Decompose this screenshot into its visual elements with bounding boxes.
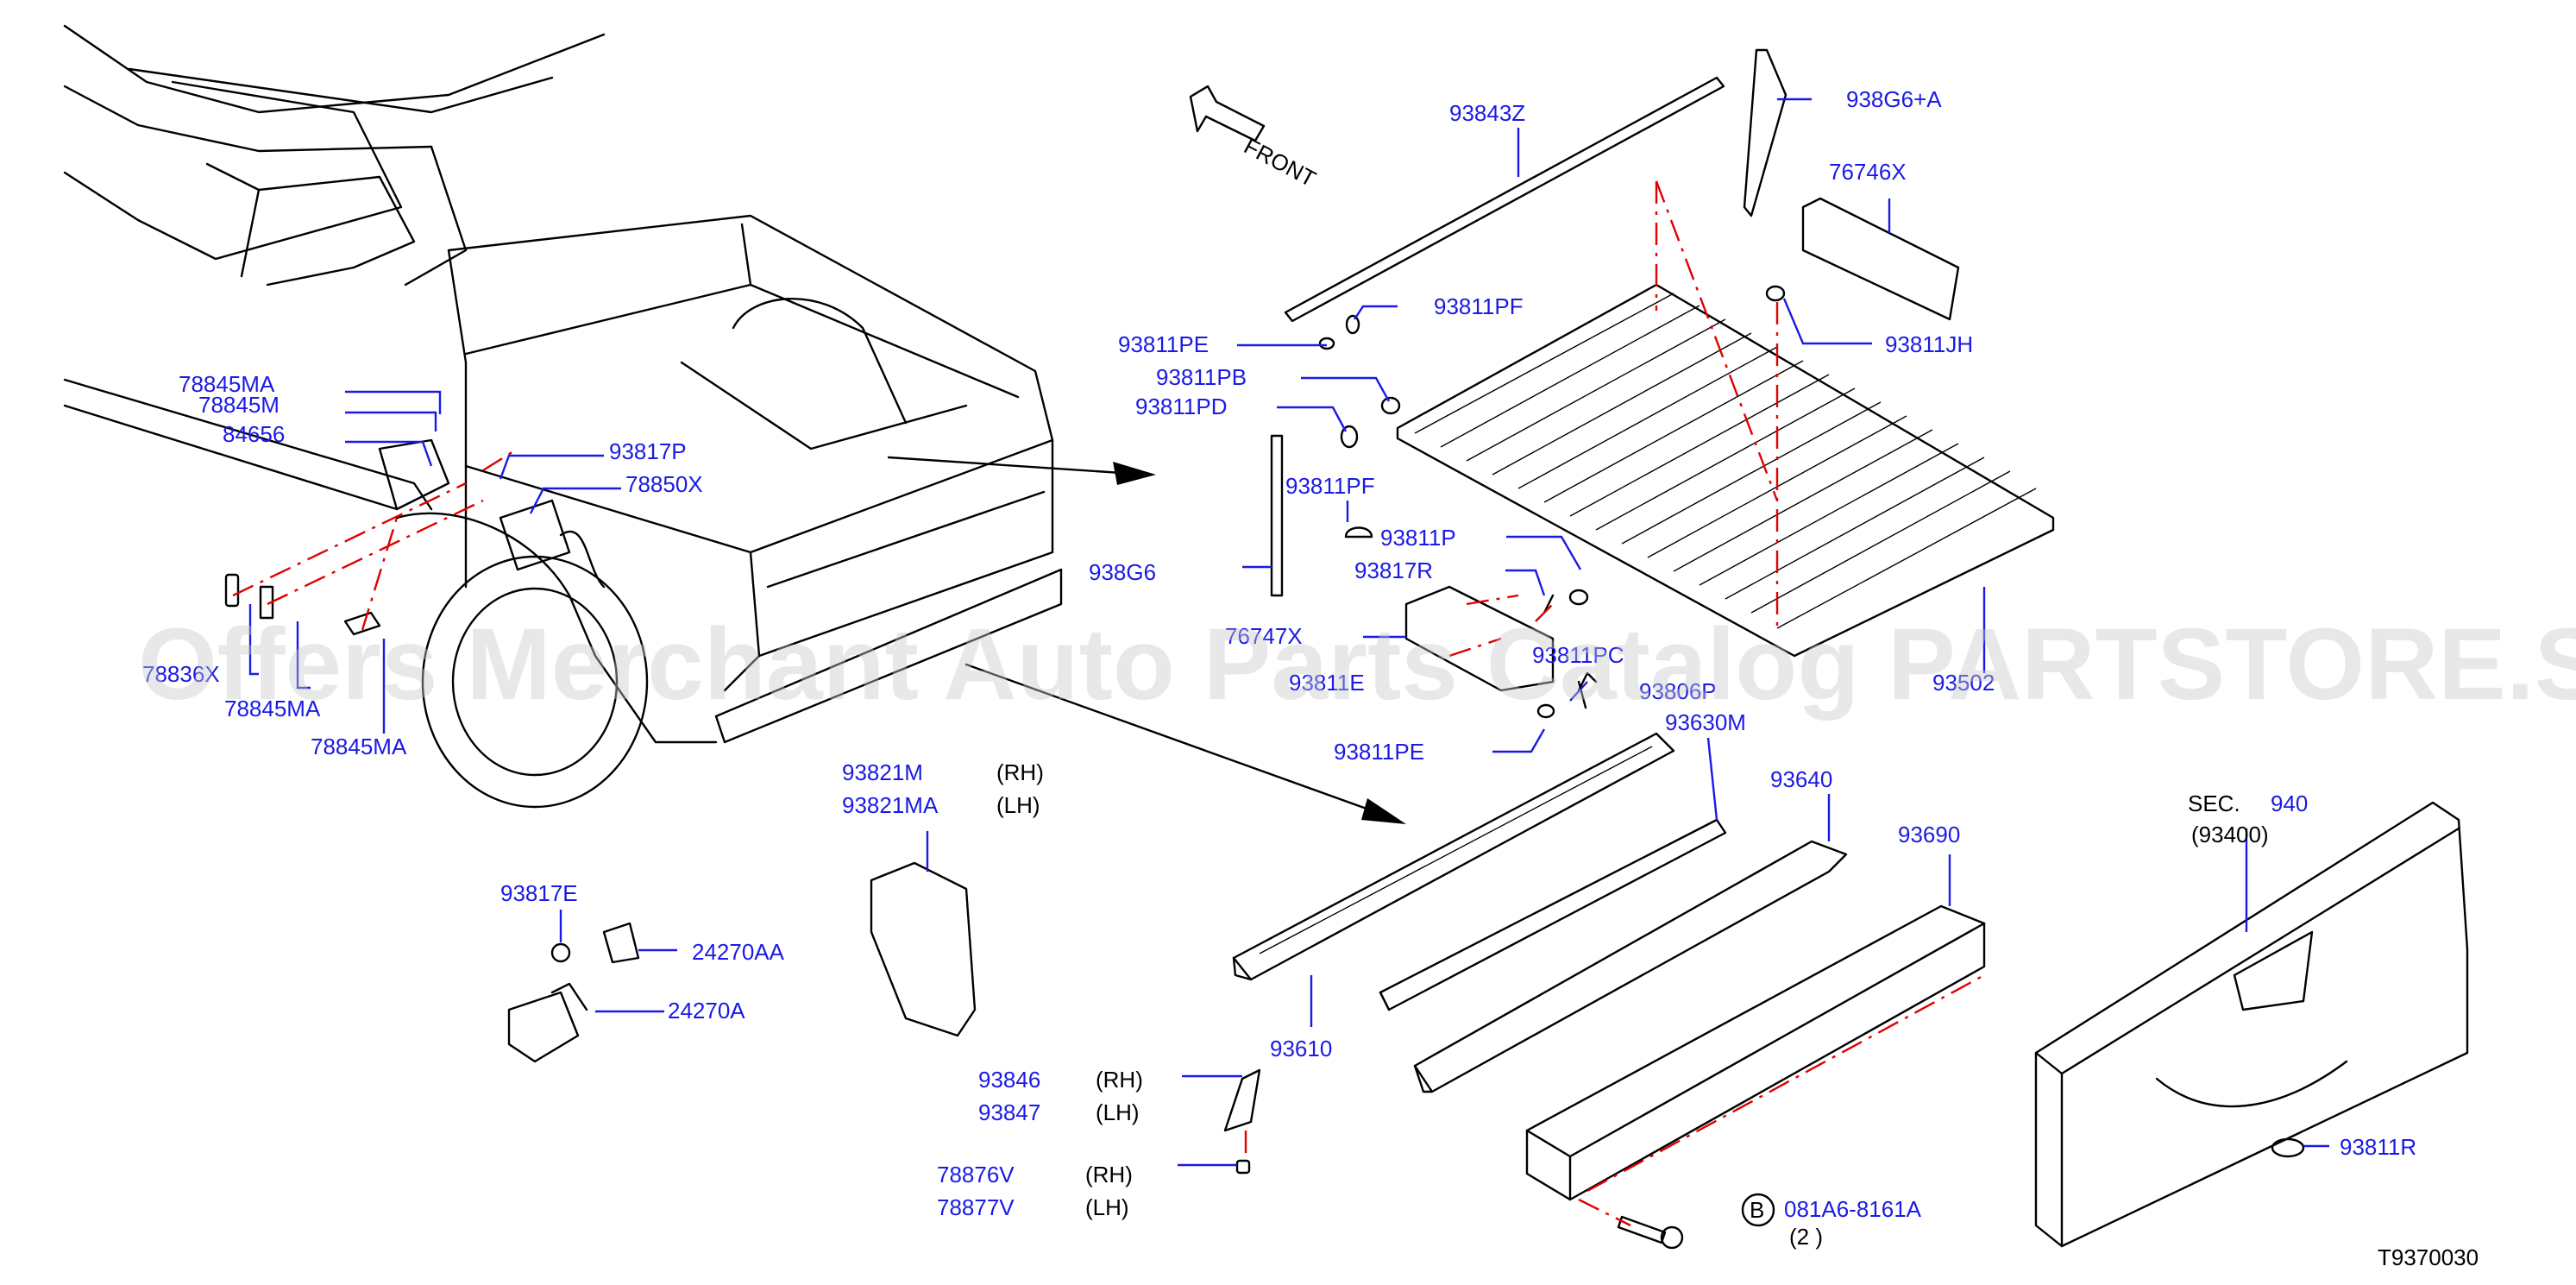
part-label-93821MA: 93821MA (842, 792, 939, 818)
section-prefix: SEC. (2188, 791, 2240, 816)
diagram-code: T9370030 (2378, 1244, 2479, 1270)
part-label-93817P: 93817P (609, 438, 687, 464)
bed-floor-group (1270, 48, 2055, 719)
part-label-93610: 93610 (1270, 1036, 1332, 1061)
part-label-93811R: 93811R (2340, 1134, 2416, 1160)
part-label-938G6A: 938G6+A (1846, 86, 1942, 112)
frame-members-group (1232, 732, 1986, 1250)
part-label-93811PC: 93811PC (1532, 642, 1624, 668)
part-label-84656: 84656 (223, 421, 285, 447)
leader-lines (248, 98, 2329, 1167)
part-label-78845MA: 78845MA (179, 371, 275, 397)
part-label-93847: 93847 (978, 1099, 1040, 1125)
part-label-938G6: 938G6 (1089, 559, 1156, 585)
side-lh-93821MA: (LH) (996, 792, 1040, 818)
part-label-93811E: 93811E (1289, 670, 1365, 696)
section-subref: (93400) (2191, 822, 2269, 847)
part-label-78876V: 78876V (937, 1162, 1015, 1187)
part-label-93811PF-2: 93811PF (1285, 473, 1375, 499)
part-label-93846: 93846 (978, 1067, 1040, 1093)
part-label-93811PD: 93811PD (1135, 394, 1228, 419)
part-label-93811PB: 93811PB (1156, 364, 1247, 390)
part-label-76747X: 76747X (1225, 623, 1303, 649)
section-number: 940 (2271, 791, 2308, 816)
part-label-78845M: 78845M (198, 392, 280, 418)
part-label-93630M: 93630M (1665, 709, 1746, 735)
part-label-78877V: 78877V (937, 1194, 1015, 1220)
mudguard-group (507, 861, 1261, 1175)
part-label-93690: 93690 (1898, 822, 1960, 847)
part-label-78845MA-2: 78845MA (224, 696, 321, 721)
part-label-93821M: 93821M (842, 759, 923, 785)
side-rh-93821M: (RH) (996, 759, 1044, 785)
part-label-93806P: 93806P (1639, 678, 1717, 704)
bolt-badge-letter: B (1750, 1197, 1764, 1223)
part-label-93817E: 93817E (500, 880, 578, 906)
part-labels: 78845MA 78845M 84656 93817P 78850X 78836… (142, 86, 2479, 1270)
side-lh-78877V: (LH) (1085, 1194, 1129, 1220)
part-label-93811JH: 93811JH (1885, 331, 1973, 357)
part-label-93811PE: 93811PE (1118, 331, 1209, 357)
part-label-93811PE-2: 93811PE (1334, 739, 1424, 765)
part-label-93817R: 93817R (1354, 557, 1433, 583)
part-label-93843Z: 93843Z (1449, 100, 1525, 126)
part-label-93640: 93640 (1770, 766, 1832, 792)
part-label-93811PF: 93811PF (1434, 293, 1524, 319)
part-label-24270A: 24270A (668, 998, 745, 1024)
part-label-78850X: 78850X (625, 471, 703, 497)
part-label-78836X: 78836X (142, 661, 220, 687)
front-label: FRONT (1240, 133, 1320, 192)
part-label-76746X: 76746X (1829, 159, 1907, 185)
watermark-text: Offers Merchant Auto Parts Catalog PARTS… (138, 608, 2576, 721)
tailgate (2034, 801, 2469, 1248)
side-rh-93846: (RH) (1096, 1067, 1143, 1093)
part-label-081A6-8161A: 081A6-8161A (1784, 1196, 1922, 1222)
part-label-24270AA: 24270AA (692, 939, 785, 965)
part-label-78845MA-3: 78845MA (311, 734, 407, 759)
bolt-badge-circle (1741, 1193, 1775, 1227)
side-rh-78876V: (RH) (1085, 1162, 1133, 1187)
side-lh-93847: (LH) (1096, 1099, 1140, 1125)
part-label-93811P: 93811P (1380, 525, 1456, 551)
part-label-93502: 93502 (1932, 670, 1995, 696)
truck-illustration (63, 24, 1406, 824)
bolt-quantity: (2 ) (1789, 1224, 1823, 1250)
front-direction-indicator: FRONT (1189, 85, 1320, 192)
